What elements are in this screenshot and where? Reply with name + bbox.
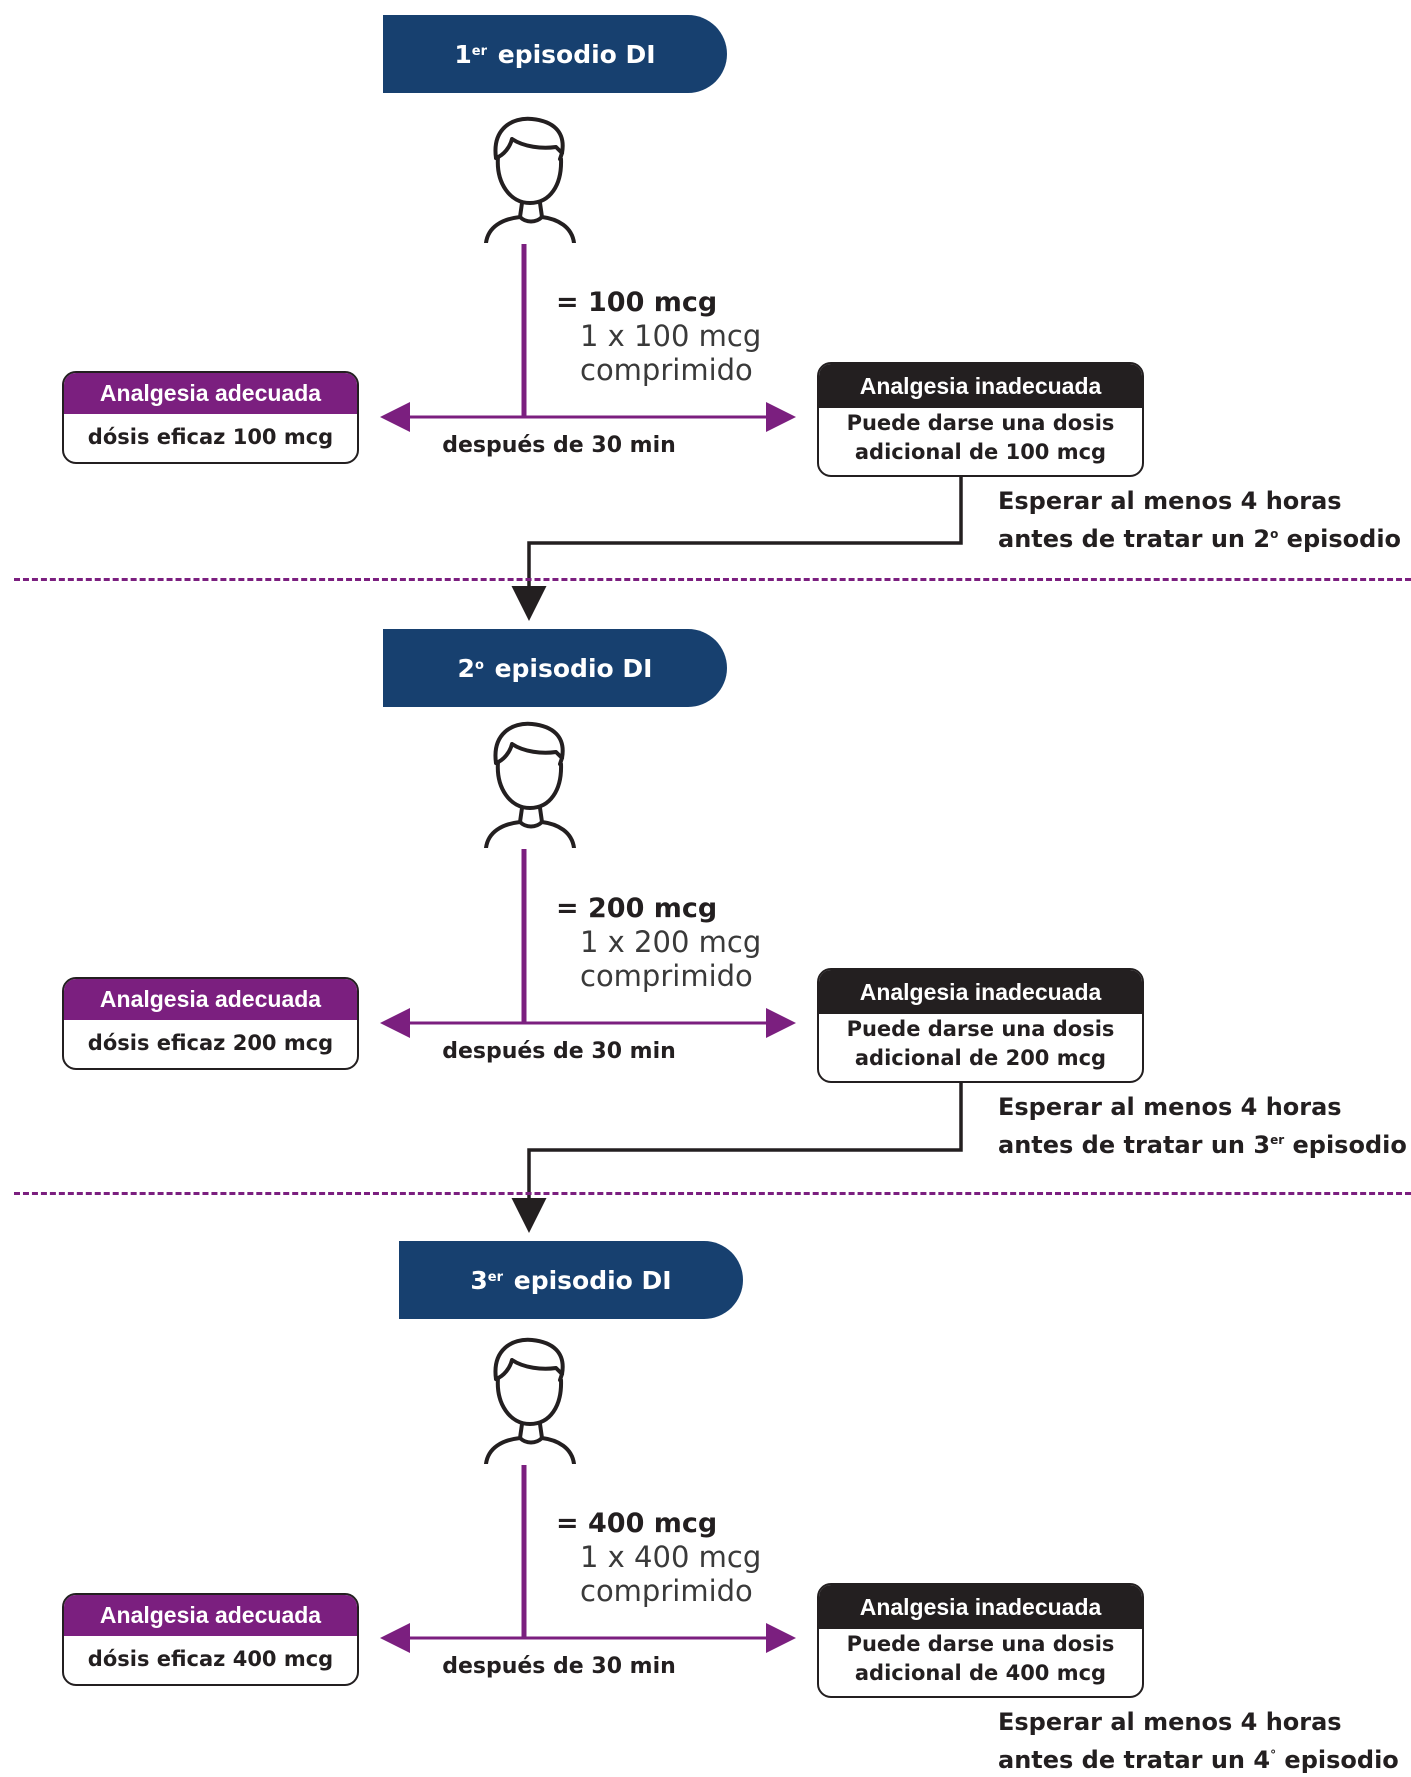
- inadequate-analgesia-box: Analgesia inadecuada Puede darse una dos…: [817, 968, 1144, 1083]
- header-number: 3: [470, 1265, 488, 1295]
- dose-info: = 200 mcg 1 x 200 mcg comprimido: [556, 893, 786, 993]
- inadequate-line-1: Puede darse una dosis: [846, 411, 1115, 435]
- wait-line-1: Esperar al menos 4 horas: [998, 1708, 1342, 1736]
- wait-note: Esperar al menos 4 horas antes de tratar…: [998, 485, 1408, 556]
- dose-tablet: 1 x 200 mcg: [580, 925, 762, 959]
- adequate-title: Analgesia adecuada: [64, 373, 357, 414]
- time-label: después de 30 min: [442, 1039, 676, 1064]
- header-superscript: er: [471, 43, 488, 59]
- person-outline-icon: [484, 721, 576, 848]
- inadequate-line-2: adicional de 400 mcg: [854, 1661, 1107, 1685]
- adequate-analgesia-box: Analgesia adecuada dósis eficaz 400 mcg: [62, 1593, 359, 1686]
- inadequate-line-1: Puede darse una dosis: [846, 1632, 1115, 1656]
- adequate-analgesia-box: Analgesia adecuada dósis eficaz 200 mcg: [62, 977, 359, 1070]
- dose-form: comprimido: [580, 1574, 753, 1608]
- wait-line-1: Esperar al menos 4 horas: [998, 1093, 1342, 1121]
- inadequate-analgesia-box: Analgesia inadecuada Puede darse una dos…: [817, 1583, 1144, 1698]
- adequate-text: dósis eficaz 200 mcg: [87, 1031, 334, 1055]
- dose-tablet: 1 x 400 mcg: [580, 1540, 762, 1574]
- adequate-title: Analgesia adecuada: [64, 979, 357, 1020]
- inadequate-analgesia-box: Analgesia inadecuada Puede darse una dos…: [817, 362, 1144, 477]
- wait-line-2: antes de tratar un 3er episodio: [998, 1131, 1407, 1159]
- wait-line-2: antes de tratar un 2o episodio: [998, 525, 1402, 553]
- header-superscript: o: [474, 657, 484, 673]
- person-outline-icon: [484, 1337, 576, 1464]
- next-episode-arrow: [511, 1083, 963, 1233]
- dose-total: = 400 mcg: [556, 1508, 718, 1539]
- adequate-text: dósis eficaz 400 mcg: [87, 1647, 334, 1671]
- next-episode-arrow: [511, 477, 963, 621]
- episode-divider-2: [14, 1192, 1411, 1195]
- episode-divider-1: [14, 578, 1411, 581]
- episode-3-connectors: [380, 1465, 796, 1653]
- dose-total: = 100 mcg: [556, 287, 718, 318]
- header-superscript: er: [487, 1269, 504, 1285]
- inadequate-title: Analgesia inadecuada: [819, 364, 1142, 408]
- dose-info: = 100 mcg 1 x 100 mcg comprimido: [556, 287, 786, 387]
- time-label: después de 30 min: [442, 1654, 676, 1679]
- wait-note: Esperar al menos 4 horas antes de tratar…: [998, 1706, 1408, 1777]
- dose-form: comprimido: [580, 353, 753, 387]
- wait-line-2: antes de tratar un 4° episodio: [998, 1746, 1399, 1774]
- inadequate-line-1: Puede darse una dosis: [846, 1017, 1115, 1041]
- header-label: episodio DI: [489, 39, 656, 69]
- adequate-analgesia-box: Analgesia adecuada dósis eficaz 100 mcg: [62, 371, 359, 464]
- inadequate-line-2: adicional de 100 mcg: [854, 440, 1107, 464]
- header-label: episodio DI: [505, 1265, 672, 1295]
- inadequate-title: Analgesia inadecuada: [819, 970, 1142, 1014]
- episode-2-connectors: [380, 849, 963, 1233]
- wait-line-1: Esperar al menos 4 horas: [998, 487, 1342, 515]
- header-number: 1: [454, 39, 472, 69]
- adequate-title: Analgesia adecuada: [64, 1595, 357, 1636]
- time-label: después de 30 min: [442, 433, 676, 458]
- dose-form: comprimido: [580, 959, 753, 993]
- wait-note: Esperar al menos 4 horas antes de tratar…: [998, 1091, 1408, 1162]
- header-label: episodio DI: [485, 653, 653, 683]
- dose-tablet: 1 x 100 mcg: [580, 319, 762, 353]
- inadequate-title: Analgesia inadecuada: [819, 1585, 1142, 1629]
- inadequate-line-2: adicional de 200 mcg: [854, 1046, 1107, 1070]
- person-outline-icon: [484, 116, 576, 243]
- adequate-text: dósis eficaz 100 mcg: [87, 425, 334, 449]
- header-number: 2: [457, 653, 475, 683]
- dose-total: = 200 mcg: [556, 893, 718, 924]
- dose-info: = 400 mcg 1 x 400 mcg comprimido: [556, 1508, 786, 1608]
